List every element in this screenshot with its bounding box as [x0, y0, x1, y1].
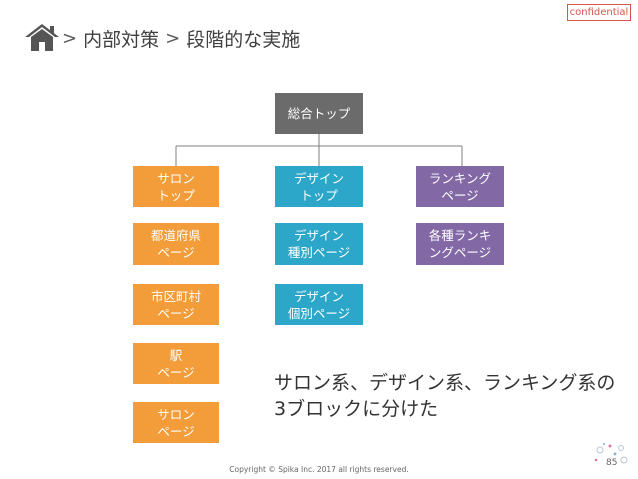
chevron-right-icon: >: [62, 27, 78, 49]
node-salon-page: サロン ページ: [133, 402, 219, 443]
node-salon-top: サロン トップ: [133, 166, 219, 207]
breadcrumb: > 内部対策 > 段階的な実施: [62, 24, 300, 52]
copyright-footer: Copyright © Spika Inc. 2017 all rights r…: [229, 465, 409, 474]
chevron-right-icon: >: [165, 27, 181, 49]
node-top: 総合トップ: [275, 93, 363, 134]
node-station-page: 駅 ページ: [133, 343, 219, 384]
page-number: 85: [606, 458, 618, 468]
node-city-page: 市区町村 ページ: [133, 284, 219, 325]
node-design-type-page: デザイン 種別ページ: [275, 223, 363, 265]
node-design-item-page: デザイン 個別ページ: [275, 284, 363, 325]
node-ranking-page: ランキング ページ: [416, 166, 504, 207]
confidential-badge: confidential: [567, 4, 631, 21]
company-logo: [594, 443, 628, 464]
breadcrumb-item-internal-measures[interactable]: 内部対策: [83, 28, 160, 51]
breadcrumb-item-phased-implementation: 段階的な実施: [186, 28, 301, 51]
node-ranking-list-page: 各種ランキ ングページ: [416, 223, 504, 265]
node-design-top: デザイン トップ: [275, 166, 363, 207]
home-icon[interactable]: [24, 22, 60, 52]
node-prefecture-page: 都道府県 ページ: [133, 223, 219, 265]
summary-note: サロン系、デザイン系、ランキング系の 3ブロックに分けた: [274, 372, 616, 420]
